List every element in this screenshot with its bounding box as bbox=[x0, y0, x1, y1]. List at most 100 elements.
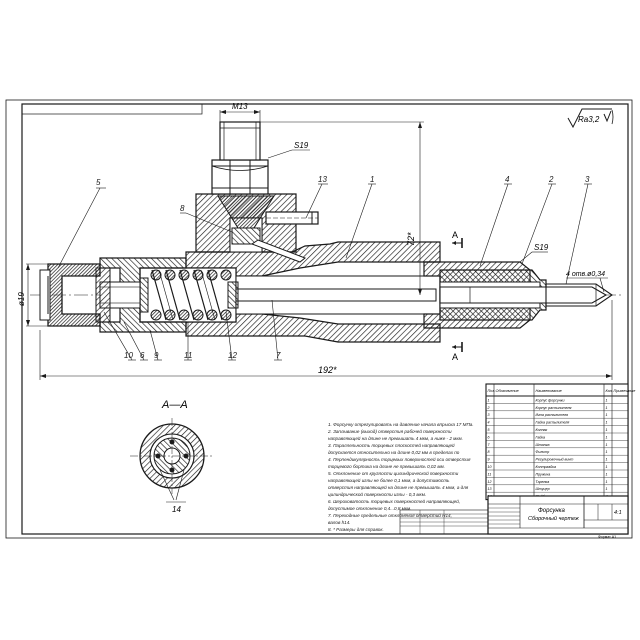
cut-label-top: A bbox=[452, 230, 458, 240]
spec-cell: 3 bbox=[488, 413, 490, 417]
callout-10: 10 bbox=[124, 351, 133, 360]
spec-cell: 7 bbox=[488, 443, 491, 447]
spec-cell: 2 bbox=[487, 406, 490, 410]
callout-6: 6 bbox=[140, 351, 145, 360]
nozzle-tip bbox=[545, 283, 613, 307]
spec-cell: 1 bbox=[606, 421, 608, 425]
spec-cell: 1 bbox=[606, 465, 608, 469]
spec-cell: 10 bbox=[488, 465, 492, 469]
fitting-stem bbox=[219, 121, 261, 161]
note-line: валов h14. bbox=[328, 520, 351, 525]
dim-192: 192* bbox=[318, 365, 337, 375]
drain-fitting bbox=[265, 211, 319, 225]
push-rod bbox=[235, 288, 437, 302]
section-view: A—A 14 bbox=[130, 399, 214, 514]
note-line: 1. Форсунку отрегулировать на давление н… bbox=[328, 422, 474, 427]
spec-header-cell: Кол. bbox=[606, 389, 613, 393]
callout-13: 13 bbox=[318, 175, 327, 184]
title-block: Форсунка Сборочный чертеж 4:1 Формат А1 bbox=[487, 495, 629, 539]
note-line: 3. Параллельность торцевых плоскостей на… bbox=[328, 442, 455, 448]
fitting-nut bbox=[211, 159, 269, 195]
spec-cell: Гайка распылителя bbox=[536, 421, 570, 425]
title-name: Форсунка bbox=[538, 508, 566, 514]
title-doc-type: Сборочный чертеж bbox=[528, 515, 579, 522]
spec-cell: 1 bbox=[606, 428, 608, 432]
callout-7: 7 bbox=[276, 351, 281, 360]
spec-cell: 9 bbox=[488, 458, 490, 462]
nozzle-needle bbox=[439, 286, 608, 304]
callout-leaders bbox=[57, 183, 592, 361]
note-line: допустимое отклонение 0,4...0,8 мкм. bbox=[328, 506, 411, 511]
technical-notes: 1. Форсунку отрегулировать на давление н… bbox=[327, 422, 474, 532]
spec-header-cell: Обозначение bbox=[496, 389, 519, 393]
note-line: 7. Переходные предельные отклонения отве… bbox=[328, 512, 452, 518]
spec-header-cell: Наименование bbox=[536, 389, 562, 393]
spec-cell: Штуцер bbox=[536, 487, 550, 491]
note-line: допускается относительно на длине 0,02 м… bbox=[328, 450, 460, 455]
spec-cell: 1 bbox=[606, 443, 608, 447]
callout-8: 8 bbox=[180, 204, 185, 213]
callout-9: 9 bbox=[154, 351, 159, 360]
note-line: направляющей на длине не превышать 4 мкм… bbox=[328, 435, 463, 441]
callout-12: 12 bbox=[228, 351, 237, 360]
spec-cell: Гайка bbox=[536, 435, 546, 439]
fuel-channel bbox=[250, 239, 306, 263]
dim-d19: ø19 bbox=[17, 292, 26, 306]
spec-cell: Фильтр bbox=[536, 450, 550, 454]
spec-cell: 8 bbox=[488, 450, 490, 454]
spec-cell: 6 bbox=[488, 435, 490, 439]
spec-cell: 1 bbox=[606, 450, 608, 454]
spring-coil-sections bbox=[150, 269, 232, 321]
callout-5: 5 bbox=[96, 178, 101, 187]
dim-s19-top: S19 bbox=[294, 141, 309, 150]
spring-plate-left bbox=[139, 277, 149, 313]
spec-cell: Колпак bbox=[536, 428, 548, 432]
spec-cell: 1 bbox=[488, 398, 490, 402]
note-line: 5. Отклонение от круглости цилиндрическо… bbox=[328, 470, 459, 476]
spec-cell: 1 bbox=[606, 472, 608, 476]
spec-cell: 1 bbox=[606, 406, 608, 410]
cut-label-bottom: A bbox=[452, 352, 458, 362]
corner-stamp bbox=[21, 103, 203, 115]
spec-cell: Тарелка bbox=[536, 480, 550, 484]
note-line: торцевого бортика на длине не превышать … bbox=[328, 464, 445, 469]
spec-table: Поз.Обозначение Наименование Кол.Примечани… bbox=[485, 383, 636, 501]
spec-cell: 13 bbox=[488, 487, 492, 491]
dimension-arrows bbox=[26, 110, 612, 378]
callout-4: 4 bbox=[505, 175, 510, 184]
callout-3: 3 bbox=[585, 175, 590, 184]
spec-cell: Игла распылителя bbox=[536, 413, 569, 417]
spec-cell: Штанга bbox=[536, 443, 550, 447]
title-format: Формат А1 bbox=[598, 535, 616, 539]
dim-72: 72* bbox=[406, 232, 416, 246]
spec-cell: 1 bbox=[606, 458, 608, 462]
spec-cell: 1 bbox=[606, 398, 608, 402]
note-line: отверстия направляющей на длине не превы… bbox=[328, 484, 469, 490]
note-line: цилиндрической поверхности иглы - 0,3 мк… bbox=[328, 491, 426, 497]
note-line: направляющей иглы не более 0,1 мкм, а до… bbox=[328, 477, 450, 483]
note-line: 8. * Размеры для справок. bbox=[328, 527, 384, 532]
cap bbox=[47, 263, 101, 327]
dim-s19-right: S19 bbox=[534, 243, 549, 252]
section-cut-marks: A A bbox=[452, 230, 463, 362]
spec-cell: 5 bbox=[488, 428, 490, 432]
dim-hole-spec: 4 отв.ø0,34 bbox=[566, 271, 605, 278]
spec-header-cell: Примечание bbox=[614, 389, 636, 393]
spec-cell: 11 bbox=[488, 472, 492, 476]
spec-cell: 1 bbox=[606, 435, 608, 439]
title-scale: 4:1 bbox=[614, 510, 622, 516]
callout-14: 14 bbox=[172, 505, 181, 514]
callout-2: 2 bbox=[548, 175, 554, 184]
section-title: A—A bbox=[161, 399, 188, 411]
spec-cell: Корпус распылителя bbox=[536, 406, 572, 410]
note-line: 4. Перпендикулярность торцевых поверхнос… bbox=[328, 456, 471, 462]
spec-header-cell: Поз. bbox=[488, 389, 496, 393]
spec-cell: 4 bbox=[488, 421, 490, 425]
spec-cell: 1 bbox=[606, 413, 608, 417]
roughness-text: Ra3,2 bbox=[578, 115, 600, 124]
note-line: 2. Заплывание (выход) отверстия рабочей … bbox=[327, 428, 452, 434]
spec-cell: 12 bbox=[488, 480, 492, 484]
callout-11: 11 bbox=[184, 351, 192, 360]
outer-frame bbox=[5, 99, 633, 539]
spec-cell: Корпус форсунки bbox=[536, 398, 565, 402]
